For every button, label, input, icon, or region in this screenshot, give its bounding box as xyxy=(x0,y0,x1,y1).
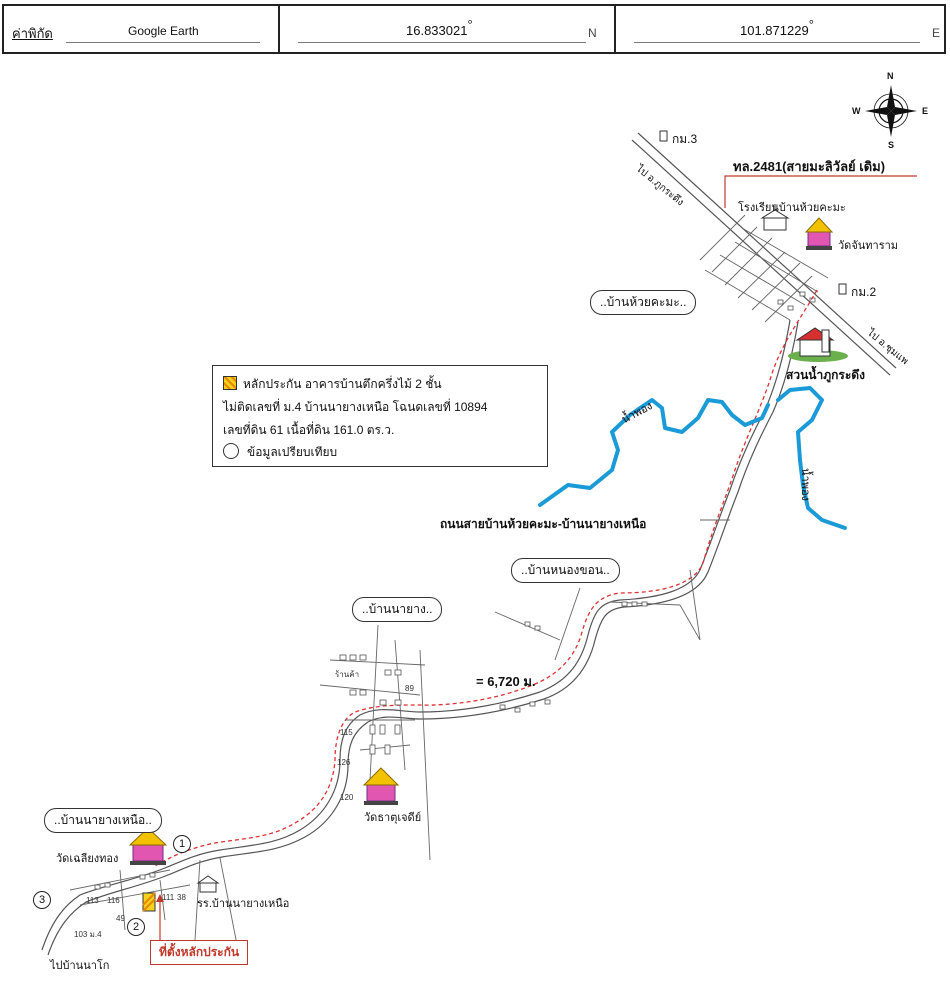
legend-collateral: หลักประกัน อาคารบ้านตึกครึ่งไม้ 2 ชั้น xyxy=(223,375,442,394)
km3-label: กม.3 xyxy=(672,132,698,146)
wat-chaliang-thong-label: วัดเฉลียงทอง xyxy=(56,853,119,865)
na-yang-village-roads xyxy=(319,624,431,861)
wat-chantharam-label: วัดจันทาราม xyxy=(838,240,899,252)
compass-n: N xyxy=(887,71,894,81)
longitude-value: 101.871229° xyxy=(740,17,814,38)
ban-huai-kha-ma-label: ..บ้านห้วยคะมะ.. xyxy=(590,290,697,315)
map-legend: หลักประกัน อาคารบ้านตึกครึ่งไม้ 2 ชั้น ไ… xyxy=(212,365,548,467)
legend-comparable: ข้อมูลเปรียบเทียบ xyxy=(223,443,337,462)
huai-kha-ma-school-label: โรงเรียนบ้านห้วยคะมะ xyxy=(738,202,846,214)
legend-address: ไม่ติดเลขที่ ม.4 บ้านนายางเหนือ โฉนดเลขท… xyxy=(223,400,488,414)
main-road xyxy=(41,319,791,951)
comparable-3-marker: 3 xyxy=(33,891,51,909)
highway-label-leader xyxy=(724,175,917,208)
compass-w: W xyxy=(852,106,861,116)
ban-nong-khon-label: ..บ้านหนองขอน.. xyxy=(511,558,620,583)
comparable-circle-icon xyxy=(223,443,239,459)
water-park-icon xyxy=(788,327,848,362)
house-markers xyxy=(94,601,648,890)
km3-post-icon xyxy=(659,130,668,142)
survey-route xyxy=(154,289,818,867)
compass-s: S xyxy=(888,140,895,150)
huai-kha-ma-village-roads xyxy=(699,214,829,323)
house-number-120: 120 xyxy=(340,793,354,802)
house-number-49: 49 xyxy=(116,914,125,923)
legend-land: เลขที่ดิน 61 เนื้อที่ดิน 161.0 ตร.ว. xyxy=(223,423,395,437)
temple-that-chedi-icon xyxy=(362,767,400,805)
coord-source: Google Earth xyxy=(128,24,199,38)
house-number-116: 116 xyxy=(107,896,120,905)
ban-na-yang-label: ..บ้านนายาง.. xyxy=(352,597,443,622)
compass-e: E xyxy=(922,106,929,116)
house-number-103: 103 ม.4 xyxy=(74,930,102,939)
nong-khon-road xyxy=(494,569,701,661)
school-huai-kha-ma-icon xyxy=(760,204,790,231)
comparable-2-marker: 2 xyxy=(127,918,145,936)
collateral-marker xyxy=(142,892,156,912)
temple-chantharam-icon xyxy=(804,217,834,250)
comparable-1-marker: 1 xyxy=(173,835,191,853)
coord-source-cell: ค่าพิกัด Google Earth xyxy=(4,6,280,52)
highway-2481 xyxy=(637,132,897,369)
school-na-yang-nuea-icon xyxy=(196,875,220,893)
house-number-115: 115 xyxy=(340,728,353,737)
coordinate-bar: ค่าพิกัด Google Earth 16.833021° N 101.8… xyxy=(2,4,946,54)
water-park-label: สวนน้ำภูกระดึง xyxy=(786,368,865,382)
km2-label: กม.2 xyxy=(851,285,877,299)
temple-chaliang-thong-icon xyxy=(128,827,168,865)
house-number-113: 113 xyxy=(86,896,99,905)
collateral-site-label: ที่ตั้งหลักประกัน xyxy=(150,940,249,965)
river-label-east: น้ำพอง xyxy=(799,468,811,501)
house-number-111: 111 xyxy=(162,893,175,902)
nam-phong-river-west xyxy=(538,398,770,507)
ban-na-yang-nuea-label: ..บ้านนายางเหนือ.. xyxy=(44,808,162,833)
shop-label: ร้านค้า xyxy=(335,670,360,679)
house-number-126: 126 xyxy=(337,758,351,767)
coord-label: ค่าพิกัด xyxy=(12,26,53,41)
road-name-label: ถนนสายบ้านห้วยคะมะ-บ้านนายางเหนือ xyxy=(440,517,647,531)
na-yang-nuea-school-label: รร.บ้านนายางเหนือ xyxy=(197,898,290,910)
km2-post-icon xyxy=(838,283,847,295)
collateral-swatch-icon xyxy=(223,376,237,390)
distance-label: = 6,720 ม. xyxy=(476,674,536,689)
house-number-38: 38 xyxy=(177,893,186,902)
longitude-hemisphere: E xyxy=(932,26,941,40)
nam-phong-river-east xyxy=(776,386,847,530)
to-na-kho-label: ไปบ้านนาโก xyxy=(50,960,110,972)
compass-rose xyxy=(865,85,917,137)
wat-that-chedi-label: วัดธาตุเจดีย์ xyxy=(364,812,422,824)
latitude-hemisphere: N xyxy=(588,26,597,40)
house-number-89: 89 xyxy=(405,684,414,693)
latitude-cell: 16.833021° N xyxy=(280,6,616,52)
latitude-value: 16.833021° xyxy=(406,17,473,38)
highway-label: ทล.2481(สายมะลิวัลย์ เดิม) xyxy=(733,159,886,174)
longitude-cell: 101.871229° E xyxy=(616,6,944,52)
